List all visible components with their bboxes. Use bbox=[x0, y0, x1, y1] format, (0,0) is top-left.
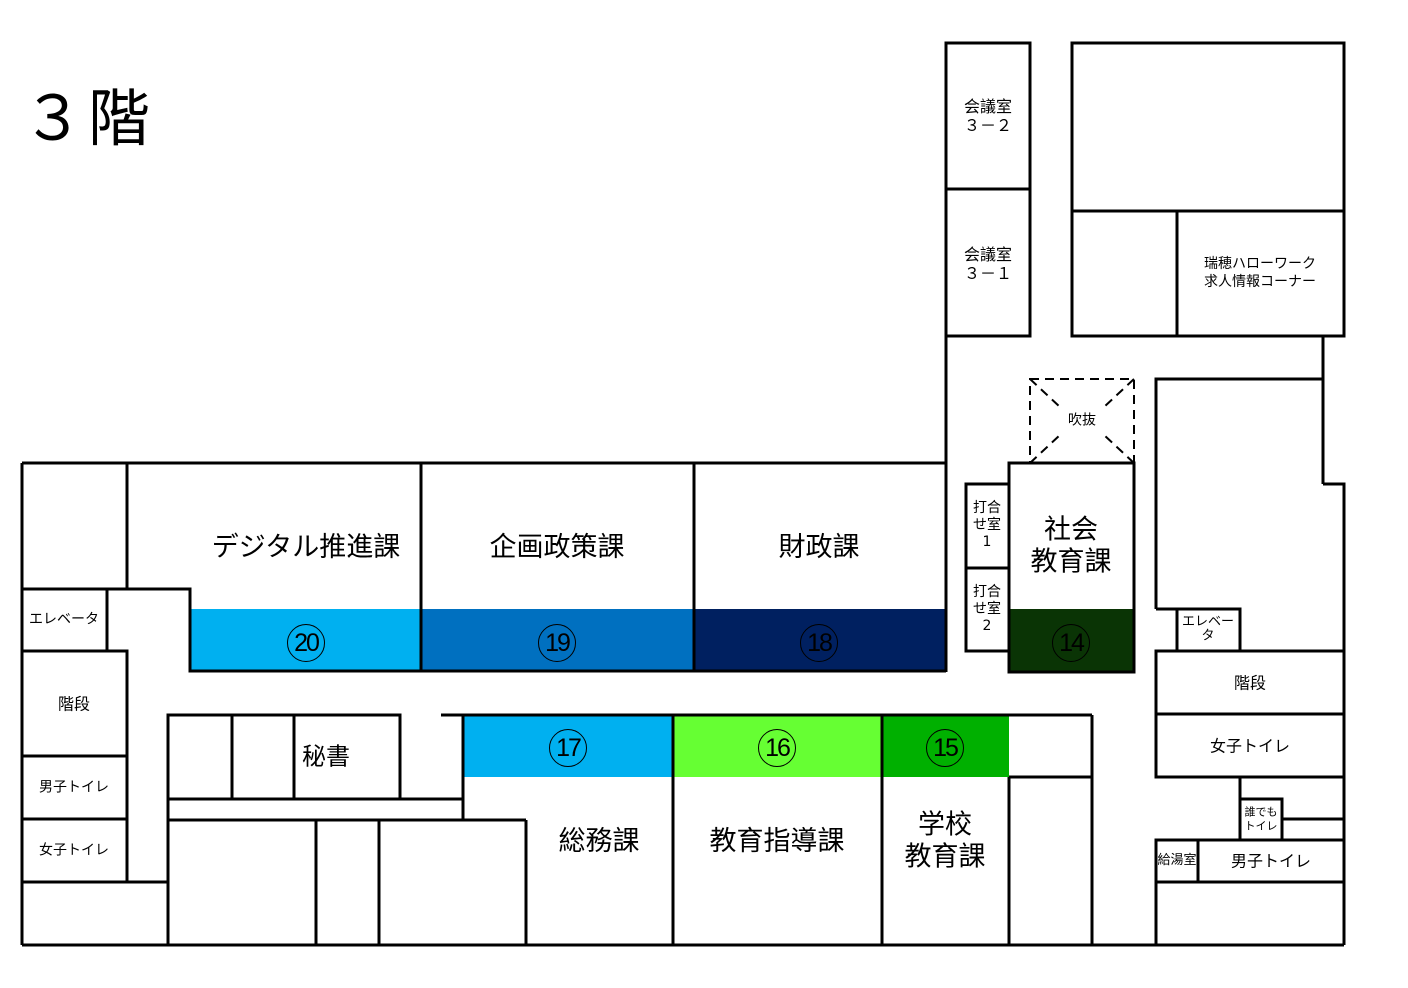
room-label-line: ３－１ bbox=[963, 264, 1013, 283]
dept-label-education-guidance[interactable]: 教育指導課 bbox=[709, 825, 845, 857]
dept-number-badge-14: 14 bbox=[1052, 624, 1090, 662]
room-meeting-small-1[interactable]: 打合 せ室 1 bbox=[973, 500, 1001, 550]
stairs-right[interactable]: 階段 bbox=[1233, 673, 1267, 693]
dept-number-badge-18: 18 bbox=[800, 624, 838, 662]
room-label-line: せ室 bbox=[973, 600, 1001, 617]
floor-title: ３階 bbox=[22, 82, 155, 155]
kitchenette[interactable]: 給湯室 bbox=[1157, 853, 1197, 869]
room-label-line: 打合 bbox=[973, 583, 1001, 600]
dept-number-badge-17: 17 bbox=[549, 729, 587, 767]
room-label-line: タ bbox=[1201, 629, 1215, 644]
elevator-right[interactable]: エレベー タ bbox=[1181, 614, 1235, 645]
universal-restroom[interactable]: 誰でも トイレ bbox=[1245, 805, 1278, 833]
womens-restroom-right[interactable]: 女子トイレ bbox=[1209, 736, 1291, 756]
room-label-line: 打合 bbox=[973, 499, 1001, 516]
room-label-line: 2 bbox=[982, 617, 992, 634]
room-meeting-small-2[interactable]: 打合 せ室 2 bbox=[973, 584, 1001, 634]
womens-restroom-left[interactable]: 女子トイレ bbox=[39, 842, 109, 859]
dept-label-finance[interactable]: 財政課 bbox=[778, 531, 860, 563]
atrium-outline bbox=[1029, 378, 1135, 464]
dept-label-school-education[interactable]: 学校 教育課 bbox=[905, 810, 986, 875]
room-hellowork-corner[interactable]: 瑞穂ハローワーク 求人情報コーナー bbox=[1204, 255, 1316, 291]
dept-label-line: 社会 bbox=[1044, 514, 1098, 546]
atrium-label: 吹抜 bbox=[1068, 412, 1096, 429]
dept-label-planning[interactable]: 企画政策課 bbox=[489, 531, 625, 563]
stairs-left[interactable]: 階段 bbox=[57, 694, 91, 714]
room-meeting-3-2[interactable]: 会議室 ３－２ bbox=[964, 97, 1012, 135]
room-label-line: 1 bbox=[982, 533, 992, 550]
room-label-line: トイレ bbox=[1244, 819, 1278, 832]
dept-label-digital[interactable]: デジタル推進課 bbox=[211, 531, 401, 563]
room-label-line: エレベー bbox=[1181, 614, 1235, 630]
dept-label-general-affairs[interactable]: 総務課 bbox=[558, 825, 640, 857]
dept-number-badge-15: 15 bbox=[926, 729, 964, 767]
room-label-line: 誰でも bbox=[1244, 805, 1278, 819]
room-label-line: 瑞穂ハローワーク bbox=[1204, 255, 1316, 272]
mens-restroom-left[interactable]: 男子トイレ bbox=[39, 779, 109, 796]
room-label-line: ３－２ bbox=[963, 116, 1013, 135]
room-label-line: 会議室 bbox=[963, 244, 1013, 264]
dept-label-line: 教育課 bbox=[904, 842, 986, 873]
room-meeting-3-1[interactable]: 会議室 ３－１ bbox=[964, 245, 1012, 283]
dept-label-line: 学校 bbox=[918, 809, 972, 841]
room-label-line: せ室 bbox=[973, 516, 1001, 533]
room-label-line: 会議室 bbox=[963, 96, 1013, 116]
dept-number-badge-20: 20 bbox=[287, 624, 325, 662]
walls bbox=[20, 41, 1346, 947]
mens-restroom-right[interactable]: 男子トイレ bbox=[1230, 851, 1312, 871]
room-secretary[interactable]: 秘書 bbox=[302, 742, 350, 771]
dept-number-badge-16: 16 bbox=[758, 729, 796, 767]
dept-label-social-education[interactable]: 社会 教育課 bbox=[1031, 515, 1112, 580]
dept-number-badge-19: 19 bbox=[538, 624, 576, 662]
elevator-left[interactable]: エレベータ bbox=[29, 611, 99, 628]
dept-label-line: 教育課 bbox=[1030, 547, 1112, 578]
room-label-line: 求人情報コーナー bbox=[1204, 274, 1316, 290]
